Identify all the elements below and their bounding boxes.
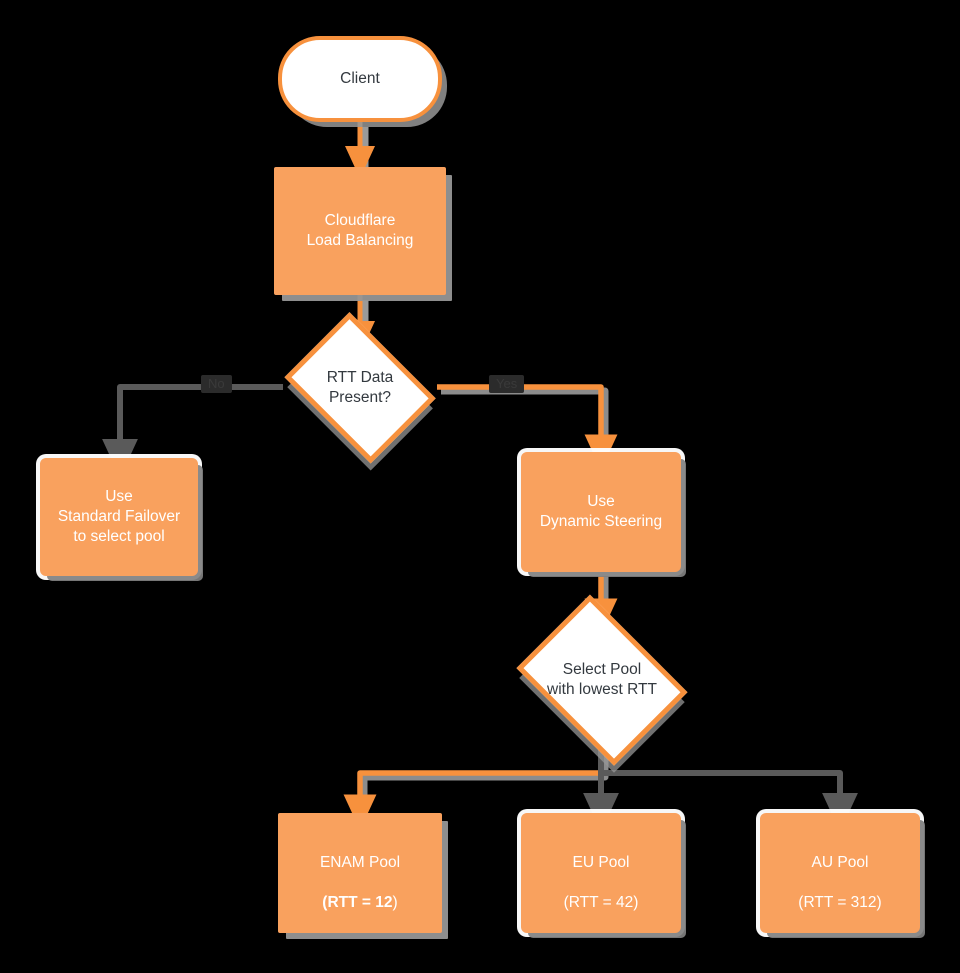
node-enam-pool-rtt-open: ( <box>322 893 328 911</box>
node-client-label: Client <box>340 70 380 88</box>
node-eu-pool-name: EU Pool <box>572 854 630 872</box>
edge-rtt-yes <box>437 384 618 471</box>
edge-label-yes: Yes <box>489 375 525 394</box>
node-enam-pool-rtt-close: ) <box>392 893 398 911</box>
node-cloudflare-load-balancing-label: Cloudflare Load Balancing <box>306 212 414 249</box>
edge-select-to-au <box>601 770 858 832</box>
node-eu-pool-rtt-open: ( <box>563 893 569 911</box>
node-au-pool-rtt-open: ( <box>798 893 804 911</box>
edge-label-no: No <box>201 375 232 394</box>
node-enam-pool-label: ENAM Pool (RTT = 12) <box>314 833 406 912</box>
node-eu-pool-label: EU Pool (RTT = 42) <box>558 833 645 912</box>
node-dynamic-steering-label: Use Dynamic Steering <box>539 493 663 530</box>
node-eu-pool-rtt-close: ) <box>633 893 639 911</box>
node-enam-pool[interactable]: ENAM Pool (RTT = 12) <box>278 813 442 933</box>
node-rtt-data-present-label: RTT Data Present? <box>326 369 394 406</box>
node-au-pool-rtt: RTT = 312 <box>803 893 877 911</box>
node-eu-pool-rtt: RTT = 42 <box>568 893 634 911</box>
node-au-pool-name: AU Pool <box>811 854 869 872</box>
node-au-pool-rtt-close: ) <box>876 893 882 911</box>
node-standard-failover[interactable]: Use Standard Failover to select pool <box>40 458 198 576</box>
node-dynamic-steering[interactable]: Use Dynamic Steering <box>521 452 681 572</box>
node-rtt-data-present[interactable]: RTT Data Present? <box>281 312 439 464</box>
node-client[interactable]: Client <box>278 36 442 122</box>
node-cloudflare-load-balancing[interactable]: Cloudflare Load Balancing <box>274 167 446 295</box>
node-au-pool[interactable]: AU Pool (RTT = 312) <box>760 813 920 933</box>
node-enam-pool-name: ENAM Pool <box>319 854 401 872</box>
edge-client-to-lb <box>345 122 375 179</box>
node-eu-pool[interactable]: EU Pool (RTT = 42) <box>521 813 681 933</box>
node-select-pool-lowest-rtt[interactable]: Select Pool with lowest RTT <box>512 594 692 766</box>
edge-rtt-no <box>102 384 283 478</box>
node-au-pool-label: AU Pool (RTT = 312) <box>792 833 887 912</box>
node-select-pool-lowest-rtt-label: Select Pool with lowest RTT <box>547 661 657 698</box>
node-enam-pool-rtt: RTT = 12 <box>327 893 393 911</box>
node-standard-failover-label: Use Standard Failover to select pool <box>57 488 181 545</box>
edge-select-to-enam <box>343 745 609 831</box>
